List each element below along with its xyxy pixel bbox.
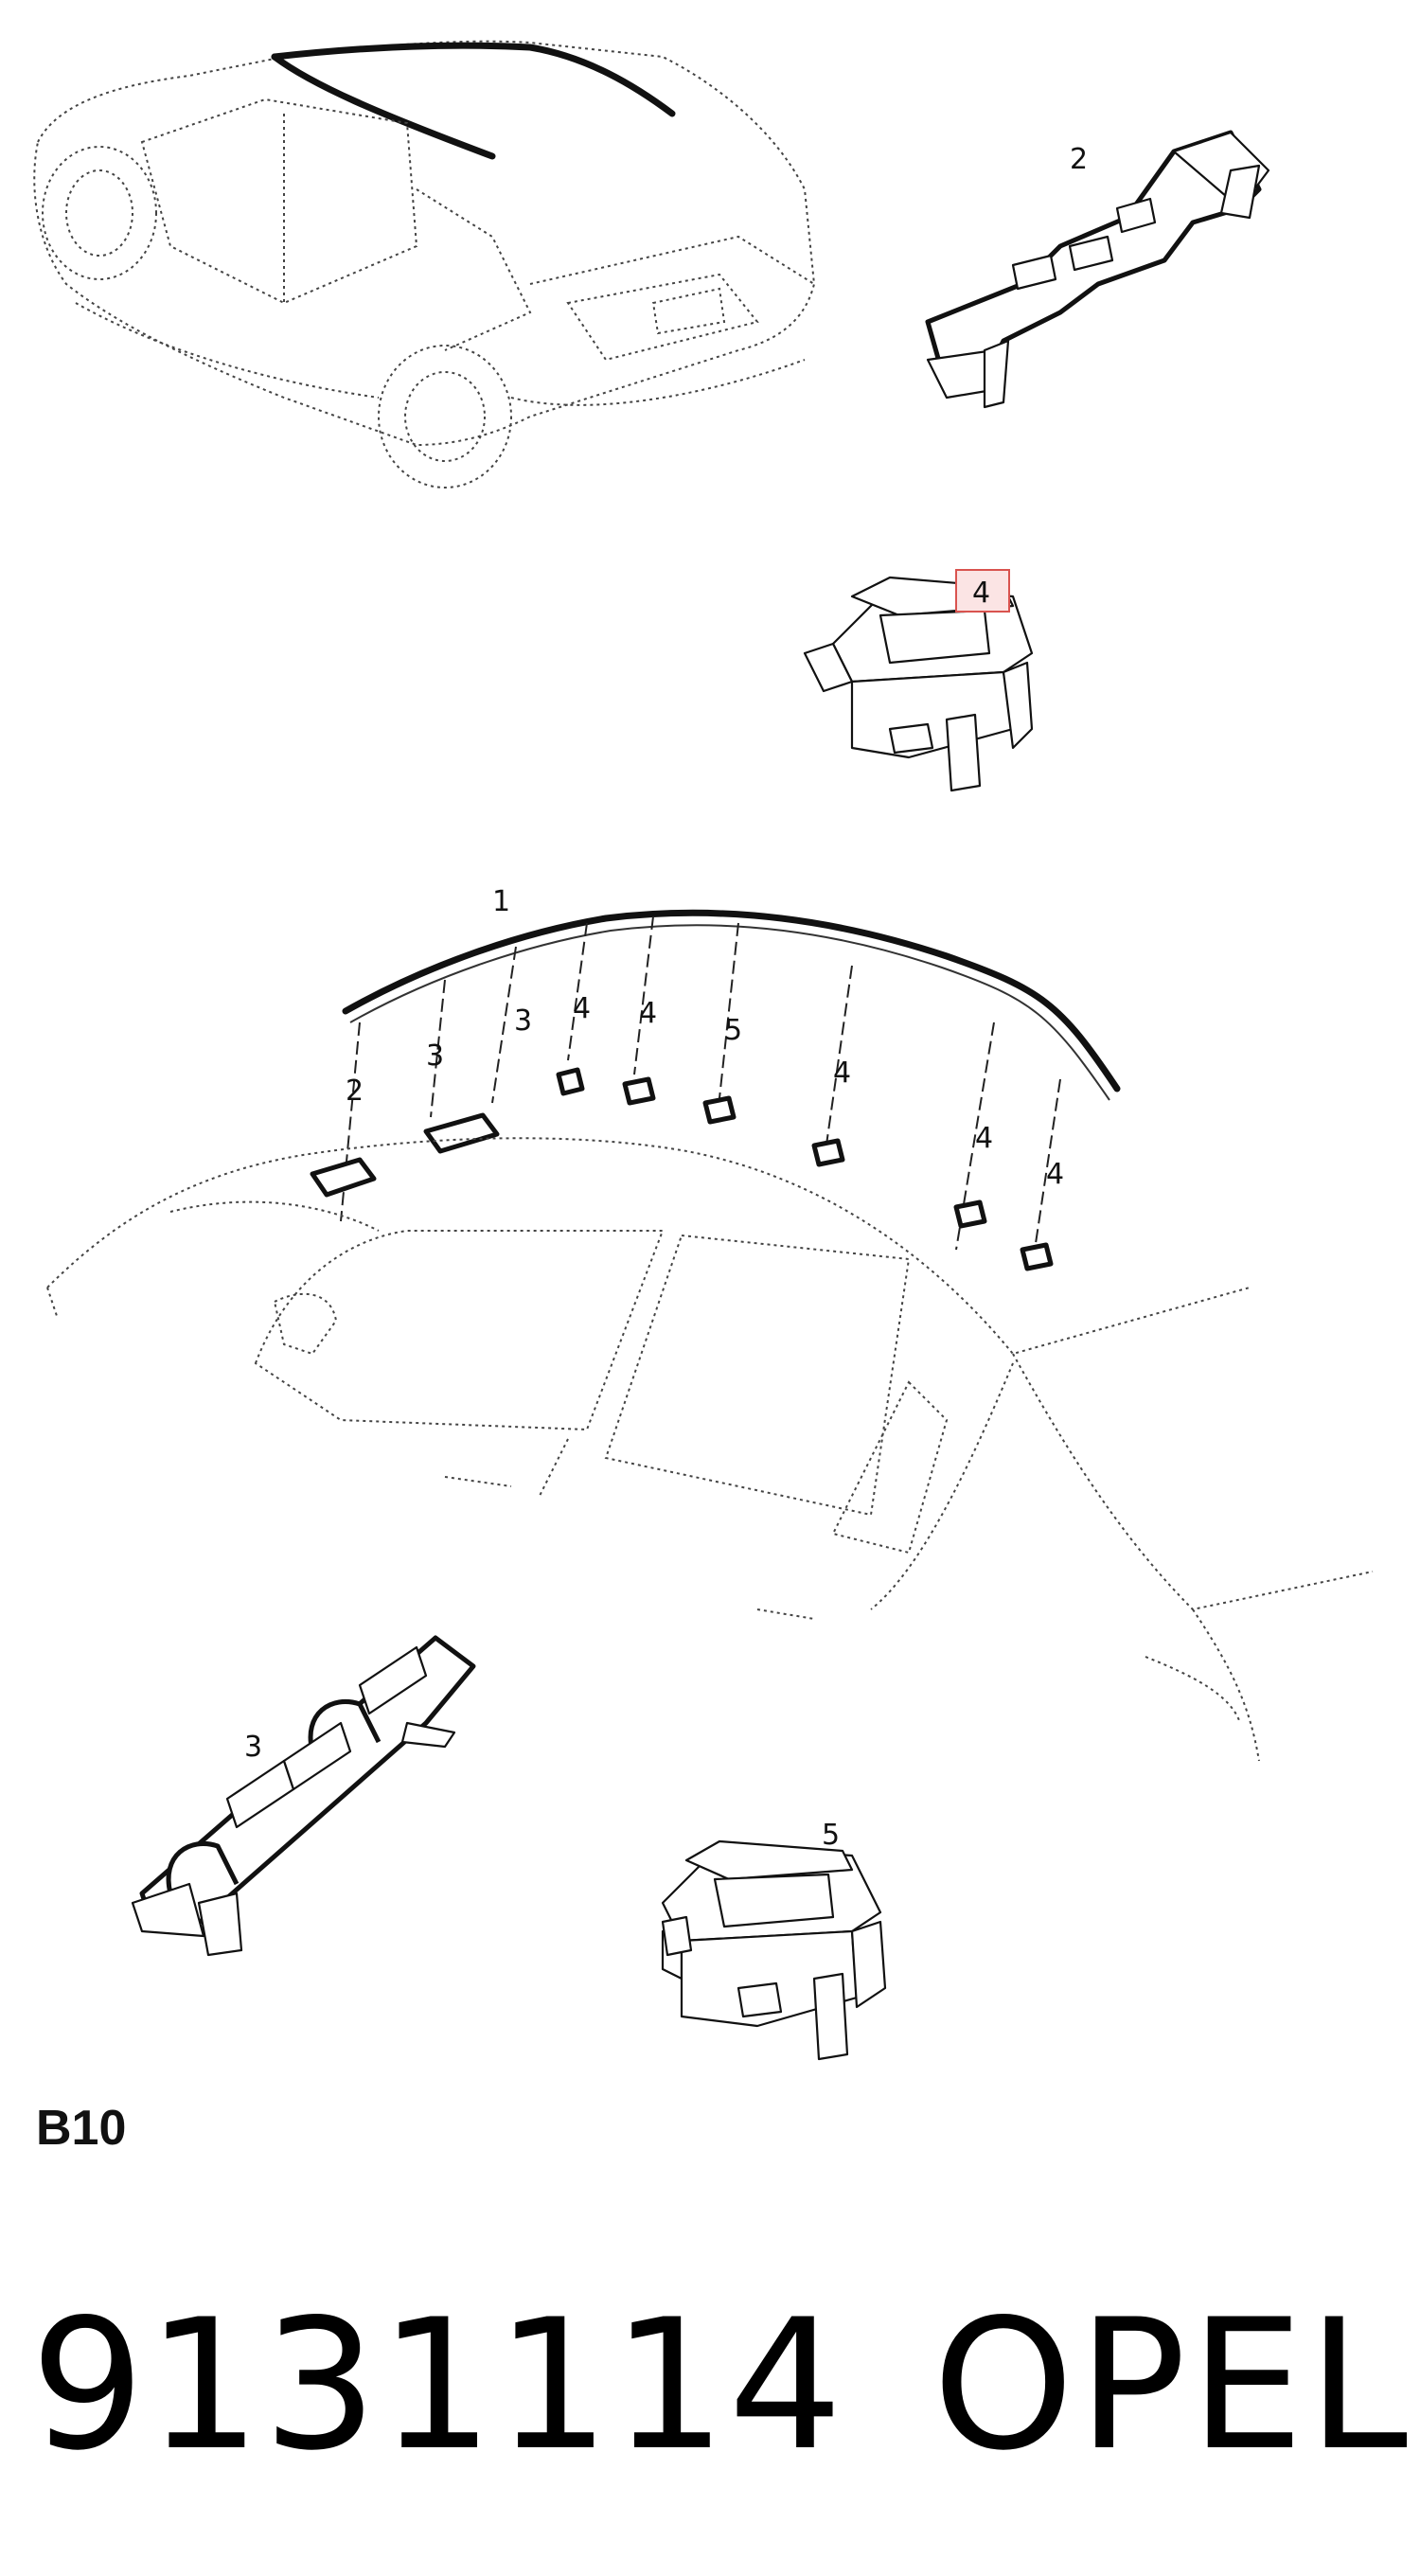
section-label: B10 bbox=[36, 2101, 127, 2156]
callout-detail-3: 3 bbox=[244, 1731, 262, 1764]
callout-clip-4d: 4 bbox=[975, 1122, 993, 1155]
clip-part-3-drawing bbox=[131, 1635, 476, 1957]
callout-clip-4c: 4 bbox=[833, 1057, 851, 1090]
callout-moulding: 1 bbox=[492, 885, 510, 918]
clip-part-2-drawing bbox=[925, 130, 1270, 409]
brand-name: OPEL bbox=[932, 2281, 1412, 2490]
callout-highlighted: 4 bbox=[972, 577, 990, 610]
sedan-illustration bbox=[46, 1137, 1374, 1762]
roof-moulding-strip bbox=[342, 909, 1121, 1101]
roof-clips bbox=[310, 1067, 1054, 1271]
highlight-box bbox=[955, 569, 1010, 613]
callout-clip-4a: 4 bbox=[573, 992, 591, 1025]
callout-clip-4b: 4 bbox=[639, 997, 657, 1030]
callout-left-2: 2 bbox=[346, 1075, 364, 1108]
clip-part-5-drawing bbox=[661, 1839, 887, 2061]
callout-clip-5: 5 bbox=[724, 1014, 742, 1047]
callout-detail-5: 5 bbox=[822, 1819, 840, 1852]
callout-top-clip: 2 bbox=[1070, 143, 1088, 176]
callout-left-3a: 3 bbox=[426, 1039, 444, 1073]
callout-left-3b: 3 bbox=[514, 1004, 532, 1038]
hatchback-illustration bbox=[33, 40, 816, 489]
leader-lines bbox=[340, 915, 1061, 1270]
part-number: 9131114 bbox=[30, 2281, 845, 2490]
callout-clip-4e: 4 bbox=[1046, 1158, 1064, 1191]
